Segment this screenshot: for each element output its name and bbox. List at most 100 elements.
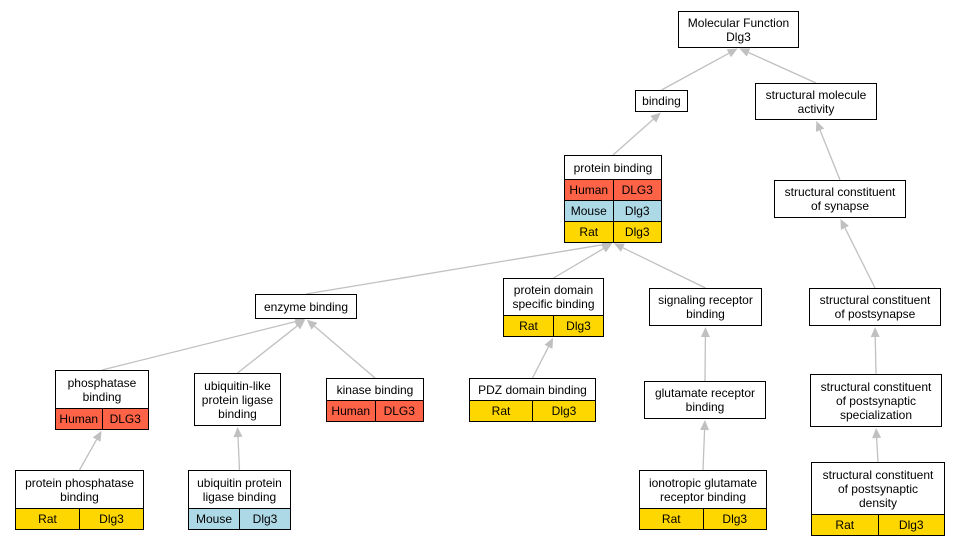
arrowhead [233, 426, 243, 438]
node-binding: binding [635, 90, 688, 112]
arrowhead [92, 430, 102, 442]
edge-binding-to-mf [661, 52, 730, 91]
node-enzyme-binding: enzyme binding [255, 294, 357, 319]
node-label: protein binding [573, 160, 653, 175]
arrowhead [306, 319, 318, 330]
edge-ubiquitin_like_protein_ligase_binding-to-enzyme_binding [237, 325, 298, 374]
gene-symbol: Dlg3 [612, 201, 662, 221]
edge-structural_constituent_of_postsynaptic_density-to-structural_constituent_of_postsynaptic_specialization [875, 437, 879, 463]
edge-structural_constituent_of_postsynaptic_specialization-to-structural_constituent_of_postsynapse [874, 336, 877, 375]
node-label: kinase binding [336, 382, 414, 397]
arrowhead [700, 326, 710, 338]
arrowhead [739, 48, 751, 57]
species-name: Human [59, 412, 99, 426]
gene-symbol: Dlg3 [877, 515, 945, 535]
gene-symbol: DLG3 [101, 409, 149, 429]
gene-symbol: Dlg3 [239, 509, 290, 529]
species-row-mouse: Mouse Dlg3 [189, 508, 290, 529]
species-name: Mouse [195, 512, 233, 526]
arrowhead [294, 319, 306, 330]
species-name: Human [331, 404, 371, 418]
arrowhead [613, 243, 625, 252]
edge-phosphatase_binding-to-enzyme_binding [101, 321, 296, 371]
species-name: Rat [491, 404, 511, 418]
arrowhead [726, 48, 738, 58]
gene-symbol: Dlg3 [612, 222, 662, 242]
arrowhead [870, 326, 880, 338]
species-name: Rat [661, 512, 681, 526]
species-name: Rat [519, 319, 538, 333]
node-pdz-domain-binding: PDZ domain binding Rat Dlg3 [469, 378, 596, 422]
edge-kinase_binding-to-enzyme_binding [313, 325, 376, 379]
edge-protein_domain_specific_binding-to-protein_binding [553, 248, 604, 279]
node-label: enzyme binding [263, 299, 349, 314]
edge-ionotropic_glutamate_receptor_binding-to-glutamate_receptor_binding [702, 429, 706, 471]
edge-ubiquitin_protein_ligase_binding-to-ubiquitin_like_protein_ligase_binding [237, 436, 241, 471]
species-row-mouse: Mouse Dlg3 [565, 200, 661, 221]
edge-enzyme_binding-to-protein_binding [305, 244, 603, 295]
gene-symbol: Dlg3 [553, 316, 603, 336]
species-name: Mouse [570, 204, 607, 218]
edge-signaling_receptor_binding-to-protein_binding [622, 247, 706, 289]
edge-protein_binding-to-binding [612, 118, 654, 156]
species-row-rat: Rat Dlg3 [812, 514, 944, 535]
species-row-rat: Rat Dlg3 [565, 221, 661, 242]
arrowhead [815, 120, 825, 132]
gene-symbol: DLG3 [612, 180, 662, 200]
edge-structural_constituent_of_synapse-to-structural_molecule_activity [819, 129, 841, 181]
node-label: binding [642, 94, 681, 108]
species-name: Rat [38, 512, 57, 526]
arrowhead [840, 218, 849, 230]
arrowhead [872, 427, 882, 439]
edge-protein_phosphatase_binding-to-phosphatase_binding [78, 439, 98, 471]
gene-symbol: Dlg3 [532, 401, 595, 421]
edge-structural_constituent_of_postsynapse-to-structural_constituent_of_synapse [844, 227, 876, 289]
species-row-rat: Rat Dlg3 [504, 315, 603, 336]
species-name: Rat [835, 518, 855, 532]
species-name: Rat [579, 225, 599, 239]
species-row-rat: Rat Dlg3 [640, 508, 766, 529]
species-row-rat: Rat Dlg3 [470, 400, 595, 421]
edge-pdz_domain_binding-to-protein_domain_specific_binding [531, 346, 550, 379]
edge-structural_molecule_activity-to-mf [748, 51, 817, 84]
arrowhead [544, 337, 554, 349]
species-name: Human [569, 183, 609, 197]
arrowhead [650, 112, 661, 123]
node-label: PDZ domain binding [478, 382, 587, 397]
arrowhead [700, 419, 710, 431]
gene-symbol: Dlg3 [702, 509, 767, 529]
gene-symbol: DLG3 [374, 401, 424, 421]
